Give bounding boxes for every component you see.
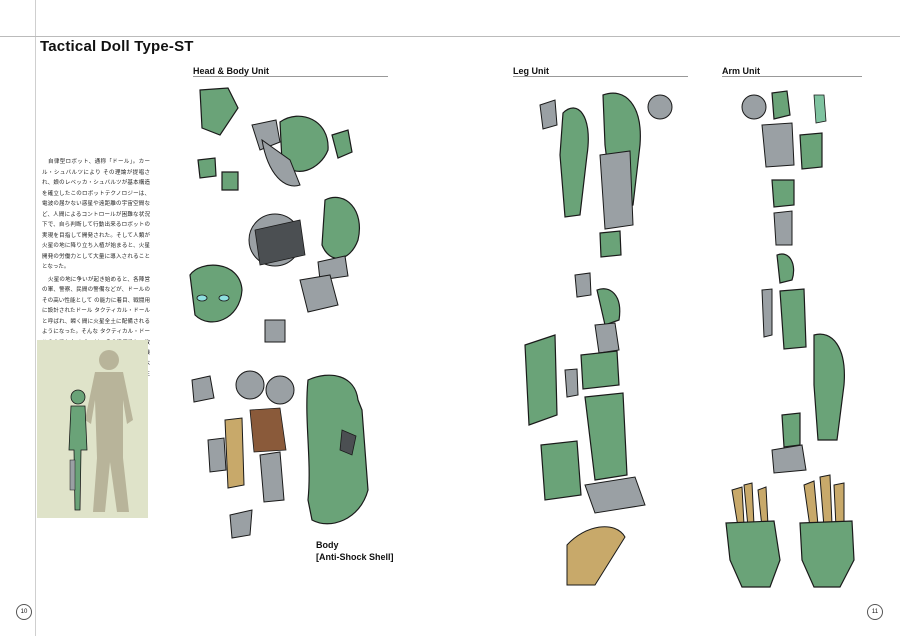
section-arm-rule xyxy=(722,76,862,77)
scale-comparison-figure xyxy=(37,340,148,518)
body-caption: Body [Anti-Shock Shell] xyxy=(316,539,394,563)
section-arm: Arm Unit xyxy=(722,66,760,76)
head-body-unit-illustration xyxy=(189,87,369,539)
page-number-right: 11 xyxy=(867,604,883,620)
leg-unit-illustration xyxy=(524,92,673,586)
section-head-body-rule xyxy=(193,76,388,77)
body-caption-name: Body xyxy=(316,540,339,550)
section-head-body: Head & Body Unit xyxy=(193,66,270,76)
section-leg-rule xyxy=(513,76,688,77)
body-caption-note: [Anti-Shock Shell] xyxy=(316,552,394,562)
description-paragraph-1: 自律型ロボット、通称「ドール」。カール・シュバルツにより その理論が提唱され、娘… xyxy=(42,159,150,270)
page-number-left: 10 xyxy=(16,604,32,620)
top-rule xyxy=(0,36,900,37)
section-leg: Leg Unit xyxy=(513,66,549,76)
page-left-margin-line xyxy=(35,0,36,636)
page-title: Tactical Doll Type-ST xyxy=(40,38,194,55)
arm-unit-illustration xyxy=(725,90,855,588)
